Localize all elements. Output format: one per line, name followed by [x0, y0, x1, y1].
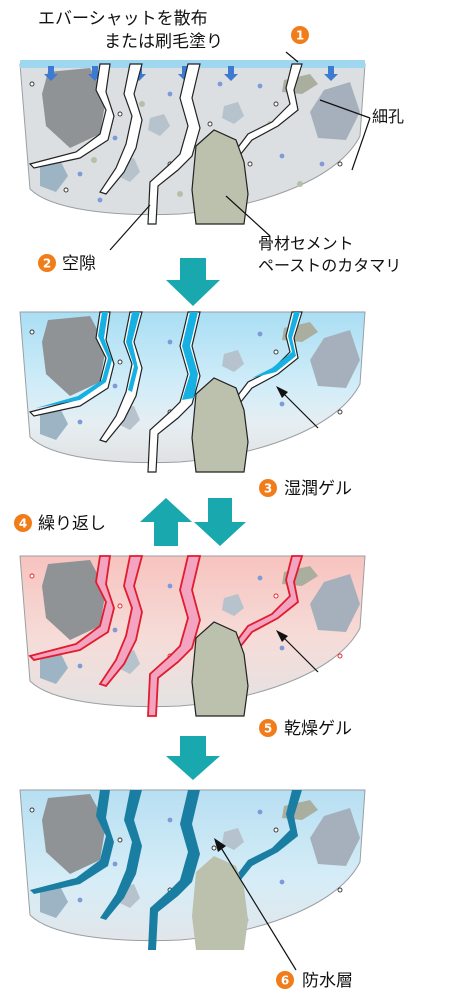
- dry-gel-label: 乾燥ゲル: [284, 719, 352, 739]
- pore-label: 細孔: [372, 107, 404, 126]
- panel-waterproof-layer: [20, 790, 365, 950]
- down-arrow-icon: [194, 498, 246, 546]
- void-label: 空隙: [62, 254, 96, 274]
- panel-wet-gel: [20, 312, 365, 472]
- svg-text:6: 6: [281, 974, 289, 988]
- aggregate-label-line1: 骨材セメント: [258, 234, 354, 253]
- svg-text:3: 3: [264, 482, 272, 496]
- marker-2: 2: [38, 254, 56, 272]
- panel-initial-application: [20, 60, 365, 224]
- svg-text:5: 5: [264, 722, 272, 736]
- application-title-line2: または刷毛塗り: [104, 31, 223, 52]
- aggregate-label-line2: ペーストのカタマリ: [258, 256, 401, 275]
- marker-5: 5: [259, 719, 277, 737]
- svg-text:2: 2: [43, 257, 51, 271]
- down-arrow-icon: [166, 258, 220, 306]
- repeat-label: 繰り返し: [38, 514, 106, 534]
- marker-1: 1: [291, 26, 309, 44]
- up-arrow-icon: [140, 498, 192, 546]
- marker-3: 3: [259, 479, 277, 497]
- marker-4: 4: [14, 514, 32, 532]
- marker-6: 6: [276, 971, 294, 989]
- wet-gel-label: 湿潤ゲル: [284, 479, 352, 499]
- application-title-line1: エバーシャットを散布: [38, 9, 208, 29]
- waterproof-layer-label: 防水層: [302, 971, 353, 991]
- panel-dry-gel: [20, 556, 365, 716]
- svg-text:1: 1: [296, 29, 304, 43]
- svg-text:4: 4: [19, 517, 27, 531]
- down-arrow-icon: [166, 736, 220, 780]
